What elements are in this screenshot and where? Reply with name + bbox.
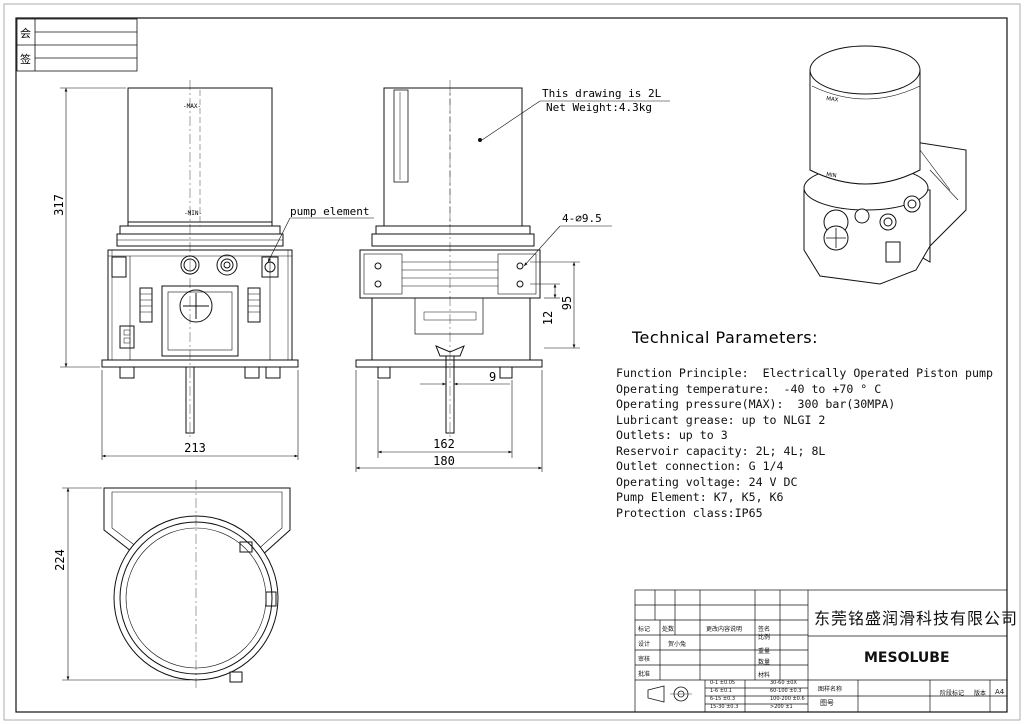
title-block-grid: [634, 589, 1008, 713]
tolerance-3a: 6-15 ±0.3: [710, 696, 736, 702]
pump-element-callout: pump element: [290, 205, 369, 218]
outer-border: [3, 3, 1021, 721]
approve-label: 批准: [638, 671, 651, 678]
drawing-note-line2: Net Weight:4.3kg: [546, 101, 652, 114]
rev-count-label: 处数: [662, 626, 675, 633]
side-signature-block: [16, 18, 138, 72]
dimension-224-label: 224: [53, 549, 67, 571]
version-label: 版本: [974, 690, 987, 697]
tolerance-2a: 1-6 ±0.1: [710, 688, 732, 694]
front-view: [101, 87, 299, 434]
pump-element-leader: [267, 217, 374, 263]
dimension-9-label: 9: [489, 370, 496, 384]
dimension-213-label: 213: [184, 441, 206, 455]
product-name: MESOLUBE: [864, 650, 950, 666]
dimension-95-label: 95: [560, 296, 574, 310]
rev-mark-label: 标记: [638, 626, 651, 633]
dimension-162-180: [355, 370, 543, 472]
front-max-mark: -MAX-: [183, 103, 201, 110]
designer-name: 贺小兔: [668, 641, 687, 648]
tolerance-4a: 15-30 ±0.3: [710, 704, 739, 710]
param-row: Lubricant grease: up to NLGI 2: [616, 412, 826, 427]
projection-symbol: [647, 685, 692, 703]
weight-label: 重量: [758, 648, 771, 655]
company-name: 东莞铭盛润滑科技有限公司: [814, 609, 1019, 628]
technical-parameters: Technical Parameters: Function Principle…: [616, 328, 993, 521]
rev-content-label: 更改内容说明: [706, 626, 743, 633]
stage-mark-label: 阶段标记: [940, 690, 965, 697]
dimension-12-label: 12: [541, 311, 555, 325]
side-block-char-1: 会: [20, 27, 31, 40]
front-min-mark: -MIN-: [184, 210, 202, 217]
design-label: 设计: [638, 641, 651, 648]
hole-callout-leader: [523, 225, 612, 267]
tolerance-1a: 0-1 ±0.05: [710, 680, 736, 686]
param-row: Function Principle: Electrically Operate…: [616, 366, 993, 380]
side-reservoir: [383, 87, 523, 227]
top-view: [103, 487, 291, 683]
dimension-180-label: 180: [433, 454, 455, 468]
tolerance-1b: 30-60 ±0X: [770, 680, 797, 686]
scale-label: 比例: [758, 634, 771, 641]
review-label: 审核: [638, 656, 651, 663]
param-row: Operating temperature: -40 to +70 ° C: [616, 381, 882, 396]
side-block-char-2: 签: [20, 52, 31, 66]
param-row: Outlet connection: G 1/4: [616, 459, 784, 473]
param-row: Reservoir capacity: 2L; 4L; 8L: [616, 443, 826, 458]
dimension-317-label: 317: [52, 194, 66, 216]
param-row: Operating pressure(MAX): 300 bar(30MPA): [616, 397, 896, 411]
iso-max-mark: MAX: [826, 96, 839, 104]
isometric-view: [803, 45, 967, 285]
dimension-162-label: 162: [433, 437, 455, 451]
inner-border: [15, 17, 1008, 713]
dimension-95-12: [530, 261, 580, 349]
sheet-size: A4: [995, 688, 1005, 696]
dimension-213: [101, 370, 299, 460]
dimension-224: [62, 487, 190, 681]
weight-note-leader: [481, 100, 670, 141]
param-row: Outlets: up to 3: [616, 428, 728, 442]
param-row: Pump Element: K7, K5, K6: [616, 490, 784, 504]
iso-min-mark: MIN: [826, 172, 837, 179]
param-row: Protection class:IP65: [616, 505, 763, 520]
drawing-name-label: 图样名称: [818, 686, 843, 693]
drawing-note-line1: This drawing is 2L: [542, 87, 662, 100]
technical-parameters-heading: Technical Parameters:: [632, 328, 819, 347]
tolerance-3b: 100-200 ±0.6: [770, 696, 805, 702]
sign-label: 签名: [758, 626, 771, 633]
side-view: [355, 87, 543, 434]
tolerance-4b: >200 ±1: [770, 704, 793, 710]
tolerance-2b: 60-100 ±0.3: [770, 688, 802, 694]
material-label: 材料: [758, 672, 771, 679]
param-row: Operating voltage: 24 V DC: [616, 474, 798, 489]
quantity-label: 数量: [758, 659, 771, 666]
dimension-317: [60, 87, 126, 368]
hole-callout-label: 4-∅9.5: [562, 212, 602, 225]
drawing-no-label: 图号: [820, 699, 834, 707]
iso-reservoir-top: [809, 45, 921, 95]
